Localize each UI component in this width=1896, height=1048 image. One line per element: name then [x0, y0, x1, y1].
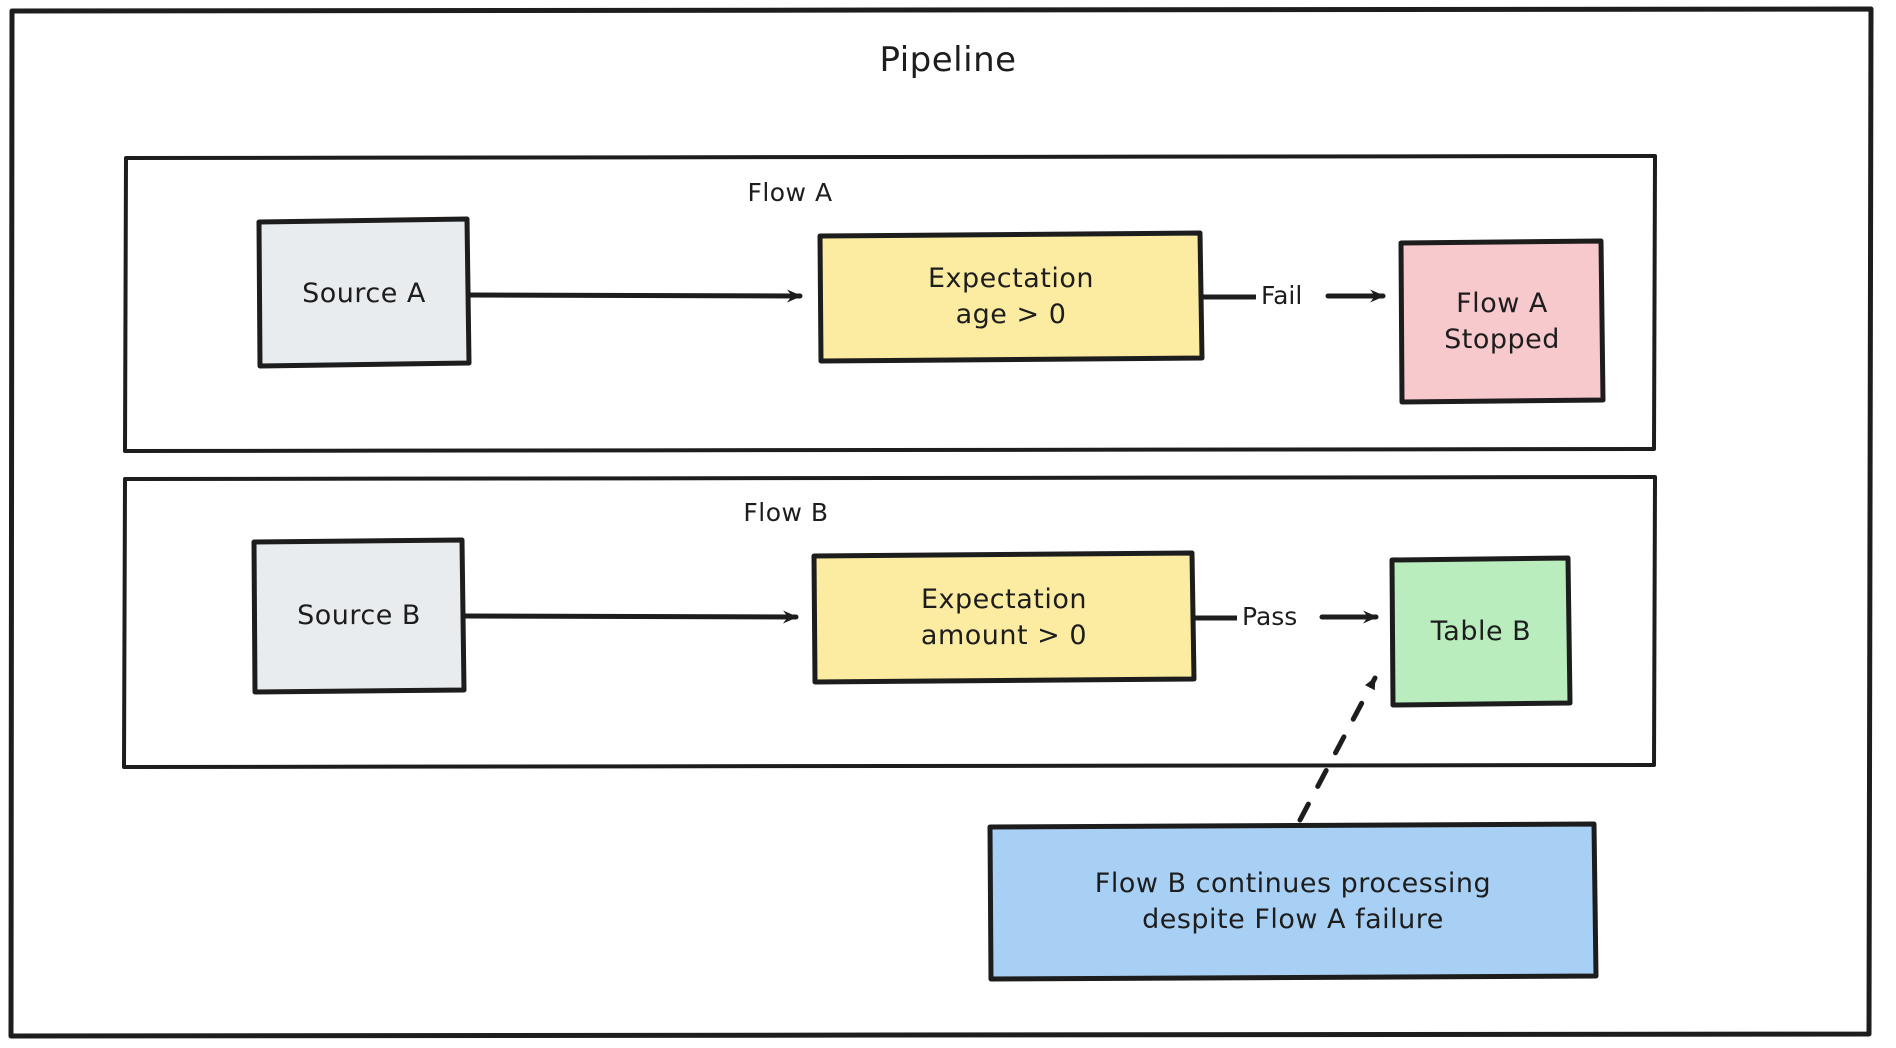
- container-flow-b: [122, 475, 1657, 769]
- edge-label-pass: Pass: [1237, 602, 1303, 631]
- edge-expectation-b-to-table-b: [1191, 610, 1379, 624]
- edge-source-b-to-expectation-b: [461, 610, 799, 624]
- edge-note-to-table-b-dashed: [1297, 675, 1378, 823]
- edge-label-fail: Fail: [1256, 281, 1308, 310]
- node-flow-a-stopped[interactable]: [1398, 238, 1606, 405]
- node-source-b[interactable]: [251, 537, 467, 695]
- node-source-a[interactable]: [256, 216, 472, 369]
- edge-source-a-to-expectation-a: [466, 289, 803, 303]
- node-expectation-a[interactable]: [817, 230, 1205, 364]
- node-expectation-b[interactable]: [811, 550, 1197, 685]
- node-note[interactable]: [987, 821, 1599, 982]
- edge-expectation-a-to-flow-a-stopped: [1199, 289, 1386, 303]
- container-pipeline: [8, 6, 1874, 1039]
- container-flow-a: [123, 154, 1657, 453]
- node-table-b[interactable]: [1389, 555, 1573, 708]
